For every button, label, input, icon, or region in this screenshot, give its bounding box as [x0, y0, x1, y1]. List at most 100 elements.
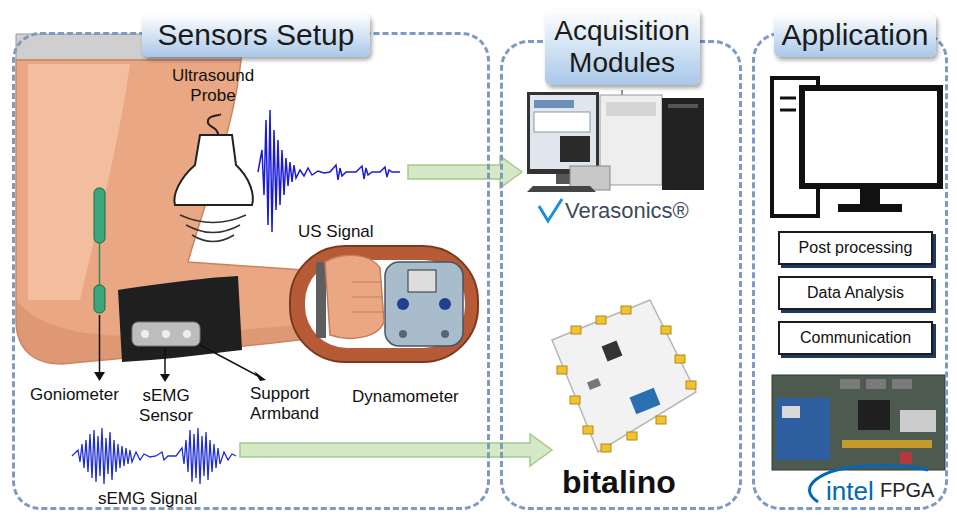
bitalino-board	[621, 306, 631, 314]
verasonics-system	[527, 90, 704, 192]
leader-arrow	[200, 345, 258, 376]
block-arrow	[240, 434, 552, 466]
goniometer-sensor	[94, 285, 105, 313]
us-waveform	[258, 110, 400, 232]
bitalino-board	[552, 300, 696, 452]
bitalino-board	[557, 366, 567, 374]
hand	[352, 282, 382, 283]
bitalino-board	[675, 355, 685, 363]
fpga-board	[866, 379, 886, 389]
box-label: Communication	[800, 329, 911, 347]
verasonics-system	[534, 112, 590, 132]
block-arrow	[408, 156, 522, 188]
bitalino-board	[656, 416, 666, 424]
panel-heading: Application	[774, 14, 937, 57]
semg-sensor	[162, 330, 170, 338]
callout-label: bitalino	[562, 463, 676, 501]
hand	[325, 255, 384, 338]
verasonics-system	[560, 136, 590, 162]
dynamometer	[385, 262, 463, 346]
hand	[352, 312, 383, 313]
arm-illustration	[16, 34, 332, 364]
support-armband	[118, 276, 242, 362]
computer-icon	[772, 78, 940, 216]
callout-label: sEMG Sensor	[135, 386, 197, 427]
dynamometer	[290, 246, 478, 362]
ultrasound-probe	[192, 235, 234, 242]
computer-icon	[860, 189, 880, 205]
goniometer-sensor	[99, 243, 101, 285]
callout-label: Goniometer	[30, 385, 119, 405]
computer-icon	[838, 204, 902, 212]
fpga-board	[772, 375, 945, 470]
dynamometer	[397, 298, 409, 310]
ultrasound-probe	[174, 114, 252, 242]
bitalino-board	[583, 426, 593, 434]
intel-logo-swoosh	[809, 466, 928, 502]
dynamometer	[408, 270, 436, 292]
bitalino-board	[602, 341, 623, 362]
dashed-panel: Acquisition Modules	[500, 40, 742, 510]
leader-arrow	[94, 372, 105, 381]
goniometer-sensor	[94, 188, 105, 313]
fpga-board	[776, 398, 830, 460]
fpga-board	[842, 440, 932, 448]
verasonics-system	[606, 102, 656, 116]
callout-label: intel	[826, 476, 874, 507]
computer-icon	[802, 88, 940, 186]
dashed-panel: ApplicationPost processingData AnalysisC…	[752, 32, 948, 510]
ultrasound-probe	[208, 114, 220, 136]
callout-label: Ultrasound Probe	[168, 66, 258, 107]
process-box: Post processing	[778, 231, 933, 265]
bitalino-board	[630, 388, 661, 414]
bitalino-board	[570, 396, 580, 404]
bitalino-board	[596, 316, 606, 324]
dynamometer	[316, 262, 326, 338]
arm-illustration	[16, 60, 332, 364]
bitalino-board	[571, 326, 581, 334]
callout-label: Dynamometer	[352, 387, 459, 407]
hand	[352, 297, 383, 298]
fpga-board	[858, 400, 890, 430]
arm-illustration	[28, 64, 130, 300]
callout-label: Support Armband	[250, 384, 326, 425]
semg-sensor	[132, 322, 200, 346]
process-box: Communication	[778, 321, 933, 355]
callout-label: sEMG Signal	[98, 489, 197, 509]
callout-label: FPGA	[880, 478, 934, 502]
process-box: Data Analysis	[778, 276, 933, 310]
bitalino-board	[552, 300, 696, 452]
fpga-board	[892, 379, 912, 389]
leader-arrow	[99, 315, 101, 373]
dashed-panel: Sensors Setup	[12, 32, 490, 510]
callout-label: Verasonics®	[565, 198, 689, 224]
leader-arrow	[160, 374, 170, 382]
box-label: Post processing	[799, 239, 913, 257]
verasonics-system	[556, 174, 570, 184]
panel-heading: Sensors Setup	[142, 14, 371, 57]
computer-icon	[780, 97, 796, 100]
support-armband	[118, 276, 242, 362]
leader-arrow	[94, 315, 266, 382]
box-label: Data Analysis	[807, 284, 904, 302]
leader-arrow	[254, 371, 266, 381]
verasonics-logo-mark	[539, 199, 562, 221]
verasonics-system	[668, 104, 698, 108]
verasonics-system	[527, 92, 599, 174]
fpga-board	[782, 406, 800, 418]
panel-heading: Acquisition Modules	[545, 9, 700, 85]
ultrasound-probe	[186, 225, 240, 233]
dynamometer	[441, 330, 449, 338]
dynamometer	[290, 246, 478, 362]
dynamometer	[399, 330, 407, 338]
fpga-board	[900, 410, 936, 432]
bitalino-board	[686, 381, 696, 389]
semg-waveform	[72, 428, 236, 484]
semg-sensor	[132, 322, 200, 346]
bitalino-board	[587, 378, 601, 390]
verasonics-system	[527, 186, 596, 192]
